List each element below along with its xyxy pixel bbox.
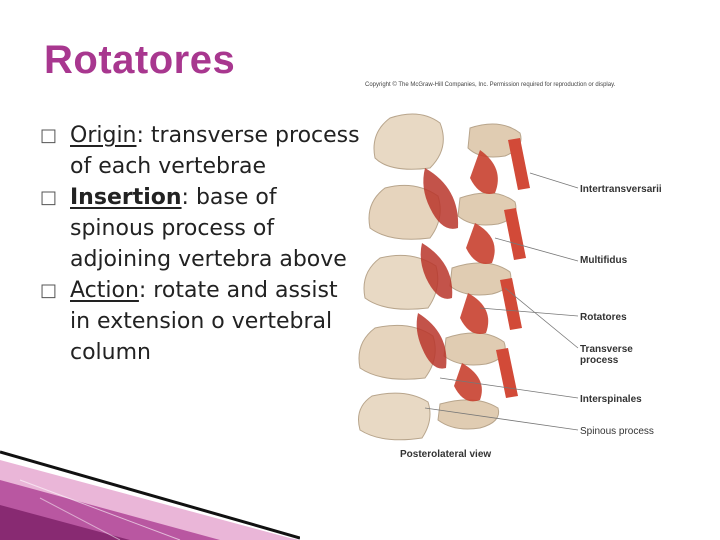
bullet-box-icon: □ — [40, 125, 58, 146]
bullet-list: □ Origin: transverse process of each vert… — [40, 120, 360, 368]
label-intertransversarii: Intertransversarii — [580, 184, 662, 195]
label-spinous-process: Spinous process — [580, 426, 654, 437]
bullet-term: Action — [70, 278, 139, 303]
decorative-corner — [0, 450, 300, 540]
bullet-text: : rotate and assist in extension o verte… — [70, 278, 338, 365]
leader-lines — [424, 172, 579, 431]
bullet-box-icon: □ — [40, 187, 58, 208]
label-interspinales: Interspinales — [580, 394, 642, 405]
bullet-text: : base of spinous process of adjoining v… — [70, 185, 347, 272]
bullet-box-icon: □ — [40, 280, 58, 301]
figure-copyright: Copyright © The McGraw-Hill Companies, I… — [365, 82, 616, 88]
vertebral-column — [358, 113, 522, 441]
slide-title: Rotatores — [44, 38, 236, 82]
bullet-term: Origin — [70, 123, 137, 148]
bullet-origin: □ Origin: transverse process of each vert… — [40, 120, 360, 182]
bullet-text: : transverse process of each vertebrae — [70, 123, 360, 179]
figure-caption: Posterolateral view — [400, 449, 492, 460]
label-rotatores: Rotatores — [580, 312, 627, 323]
bullet-term: Insertion — [70, 185, 182, 210]
label-transverse-process: Transverse process — [580, 344, 633, 366]
label-multifidus: Multifidus — [580, 255, 628, 266]
bullet-action: □ Action: rotate and assist in extension … — [40, 275, 360, 368]
bullet-insertion: □ Insertion: base of spinous process of a… — [40, 182, 360, 275]
spine-illustration — [358, 113, 579, 441]
